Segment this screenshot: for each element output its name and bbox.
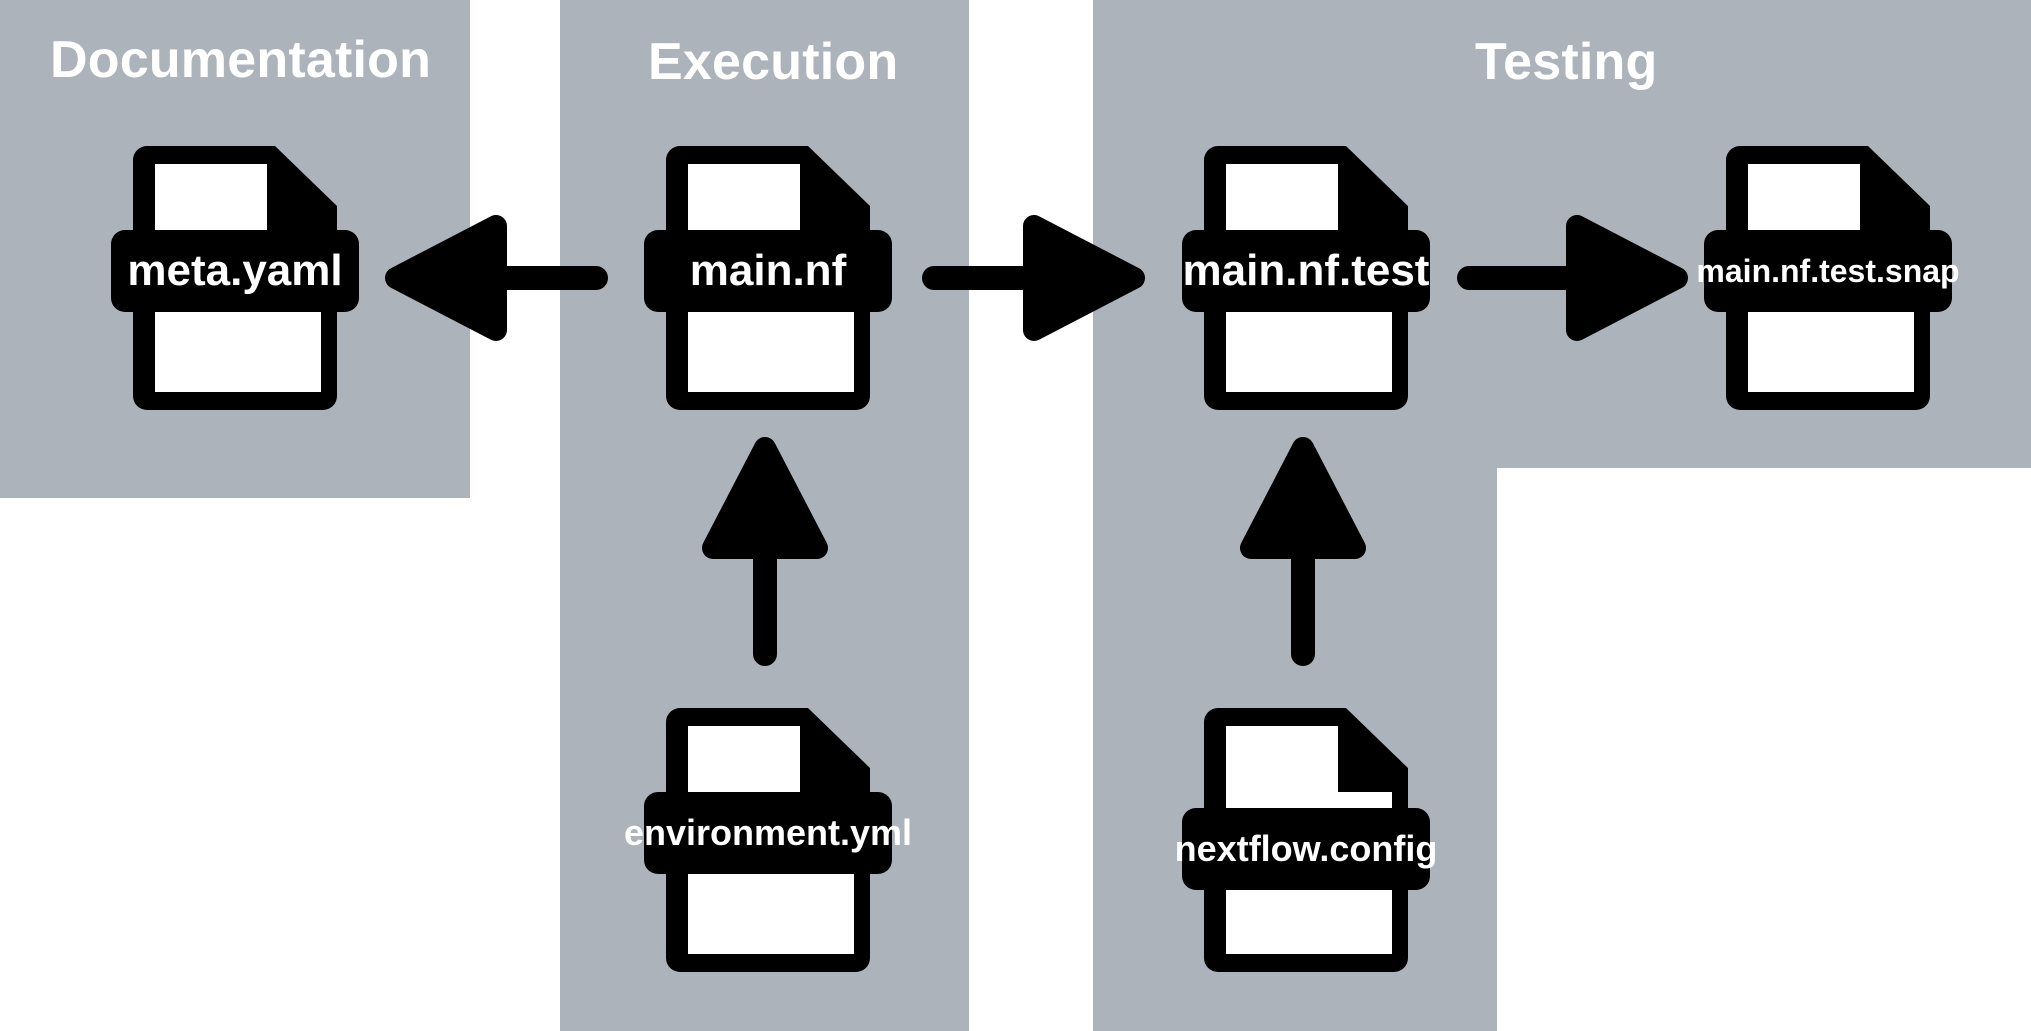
arrow-up-glyph — [1240, 437, 1366, 666]
file-label-nextflow-config: nextflow.config — [1174, 828, 1438, 869]
file-label-environment-yml: environment.yml — [623, 812, 913, 853]
file-label-main-nf-test: main.nf.test — [1182, 246, 1430, 295]
panel-label-testing: Testing — [1475, 33, 1658, 91]
arrow-nextflow-config-to-main-nf-test — [1240, 437, 1366, 670]
file-icon-main-nf-test-snap[interactable]: main.nf.test.snap — [1696, 138, 1960, 418]
file-label-meta-yaml: meta.yaml — [127, 246, 343, 295]
file-label-band-main-nf: main.nf — [644, 230, 892, 312]
file-label-band-main-nf-test-snap: main.nf.test.snap — [1696, 230, 1960, 312]
file-label-main-nf-test-snap: main.nf.test.snap — [1696, 253, 1960, 289]
file-icon-main-nf[interactable]: main.nf — [644, 138, 892, 418]
file-label-band-main-nf-test: main.nf.test — [1182, 230, 1430, 312]
arrow-environment-yml-to-main-nf — [702, 437, 828, 670]
panel-label-documentation: Documentation — [50, 31, 432, 89]
arrow-up-glyph — [702, 437, 828, 666]
arrow-right-glyph — [1457, 215, 1688, 341]
file-label-band-environment-yml: environment.yml — [624, 792, 912, 874]
arrow-right-glyph — [922, 215, 1145, 341]
file-label-main-nf: main.nf — [689, 246, 847, 295]
arrow-main-nf-to-meta-yaml — [385, 215, 610, 341]
file-icon-main-nf-test[interactable]: main.nf.test — [1182, 138, 1430, 418]
arrow-main-nf-to-main-nf-test — [920, 215, 1145, 341]
file-icon-meta-yaml[interactable]: meta.yaml — [111, 138, 359, 418]
file-icon-nextflow-config[interactable]: nextflow.config — [1175, 700, 1437, 980]
arrow-main-nf-test-to-main-nf-test-snap — [1455, 215, 1688, 341]
arrow-left-glyph — [385, 215, 608, 341]
file-icon-environment-yml[interactable]: environment.yml — [624, 700, 912, 980]
panel-label-execution: Execution — [648, 33, 899, 91]
file-label-band-meta-yaml: meta.yaml — [111, 230, 359, 312]
file-label-band-nextflow-config: nextflow.config — [1175, 808, 1437, 890]
